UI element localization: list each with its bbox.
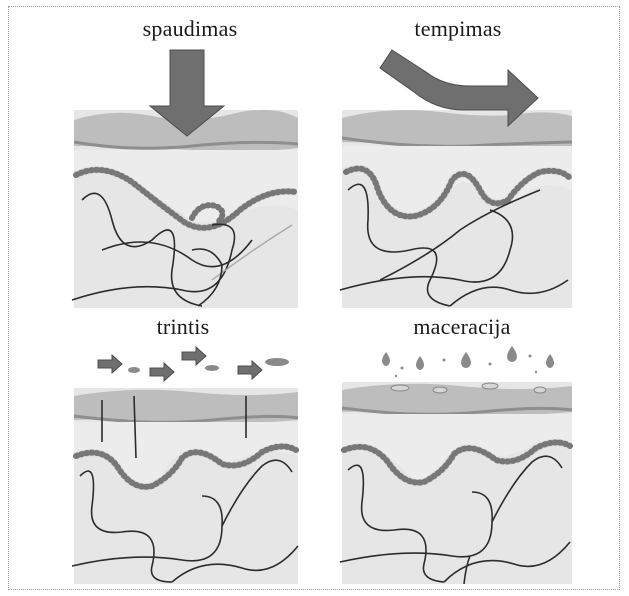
friction-arrow-icon	[98, 355, 122, 373]
friction-arrows	[98, 347, 289, 381]
label-pressure: spaudimas	[143, 16, 238, 42]
water-drop-icon	[416, 356, 424, 370]
label-shear: tempimas	[414, 16, 501, 42]
panel-pressure	[72, 50, 300, 308]
skin-cross-section	[74, 110, 298, 308]
water-droplets	[382, 346, 554, 377]
water-drop-icon	[507, 346, 517, 362]
panel-friction	[72, 346, 300, 584]
water-drop-icon	[382, 352, 390, 366]
friction-arrow-icon	[150, 363, 174, 381]
water-drop-icon	[461, 352, 471, 368]
panel-maceration	[340, 346, 574, 584]
skin-cross-section	[342, 110, 572, 308]
label-maceration: maceracija	[413, 314, 510, 340]
skin-cross-section	[74, 388, 298, 584]
label-friction: trintis	[157, 314, 210, 340]
skin-cross-section	[342, 382, 572, 584]
friction-arrow-icon	[238, 361, 262, 379]
water-drop-icon	[546, 354, 554, 368]
panel-shear	[340, 50, 574, 308]
friction-arrow-icon	[182, 347, 206, 365]
